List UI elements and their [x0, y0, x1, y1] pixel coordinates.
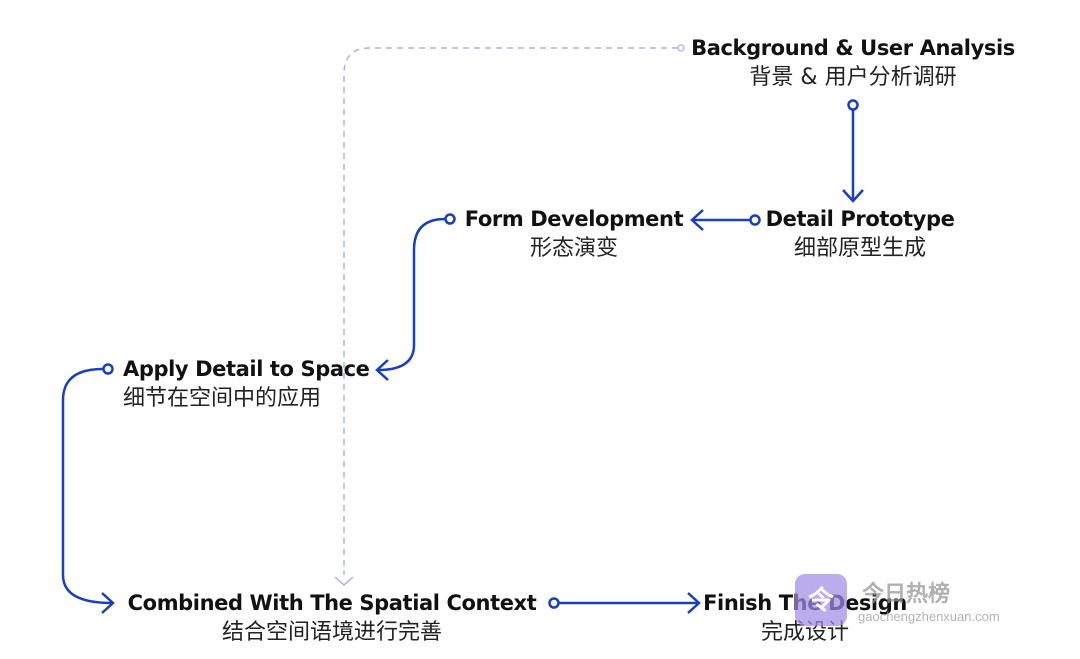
node-apply-detail: Apply Detail to Space 细节在空间中的应用 [123, 355, 378, 415]
arrowhead-down-icon [842, 189, 864, 203]
node-title-en: Apply Detail to Space [123, 357, 370, 381]
arrowhead-left-icon [375, 359, 389, 381]
dashed-arrowhead-icon [334, 576, 354, 587]
node-title-en: Detail Prototype [765, 207, 955, 231]
node-title-zh: 形态演变 [529, 236, 618, 261]
node-background: Background & User Analysis 背景 & 用户分析调研 [680, 34, 1026, 94]
house-logo-icon: 令 [807, 586, 834, 616]
node-title-zh: 背景 & 用户分析调研 [749, 65, 957, 90]
dashed-connector-start-dot [677, 44, 685, 52]
node-title-en: Combined With The Spatial Context [127, 591, 537, 615]
edge-start-dot-form-development [444, 213, 456, 225]
watermark-title: 今日热榜 [862, 582, 951, 607]
node-detail-prototype: Detail Prototype 细部原型生成 [760, 205, 960, 265]
edge-start-dot-apply-detail [102, 363, 114, 375]
edge-start-dot-background [847, 99, 859, 111]
node-title-zh: 细部原型生成 [793, 236, 926, 261]
edge-start-dot-combined [548, 597, 560, 609]
arrowhead-left-icon [690, 209, 704, 231]
arrowhead-right-icon [687, 592, 701, 614]
dashed-connector-background-to-combined [343, 47, 678, 575]
edge-apply-detail-to-combined [61, 367, 113, 605]
node-title-en: Background & User Analysis [691, 36, 1015, 60]
watermark-url: gaochengzhenxuan.com [858, 609, 1000, 624]
node-combined: Combined With The Spatial Context 结合空间语境… [117, 589, 547, 649]
arrowhead-right-icon [101, 592, 115, 614]
node-title-zh: 结合空间语境进行完善 [221, 620, 442, 645]
node-form-development: Form Development 形态演变 [456, 205, 692, 265]
watermark-logo: 令 [795, 574, 847, 626]
node-title-zh: 细节在空间中的应用 [123, 386, 322, 411]
node-title-en: Form Development [464, 207, 684, 231]
edge-form-development-to-apply-detail [377, 217, 446, 372]
edge-start-dot-detail-prototype [749, 214, 761, 226]
